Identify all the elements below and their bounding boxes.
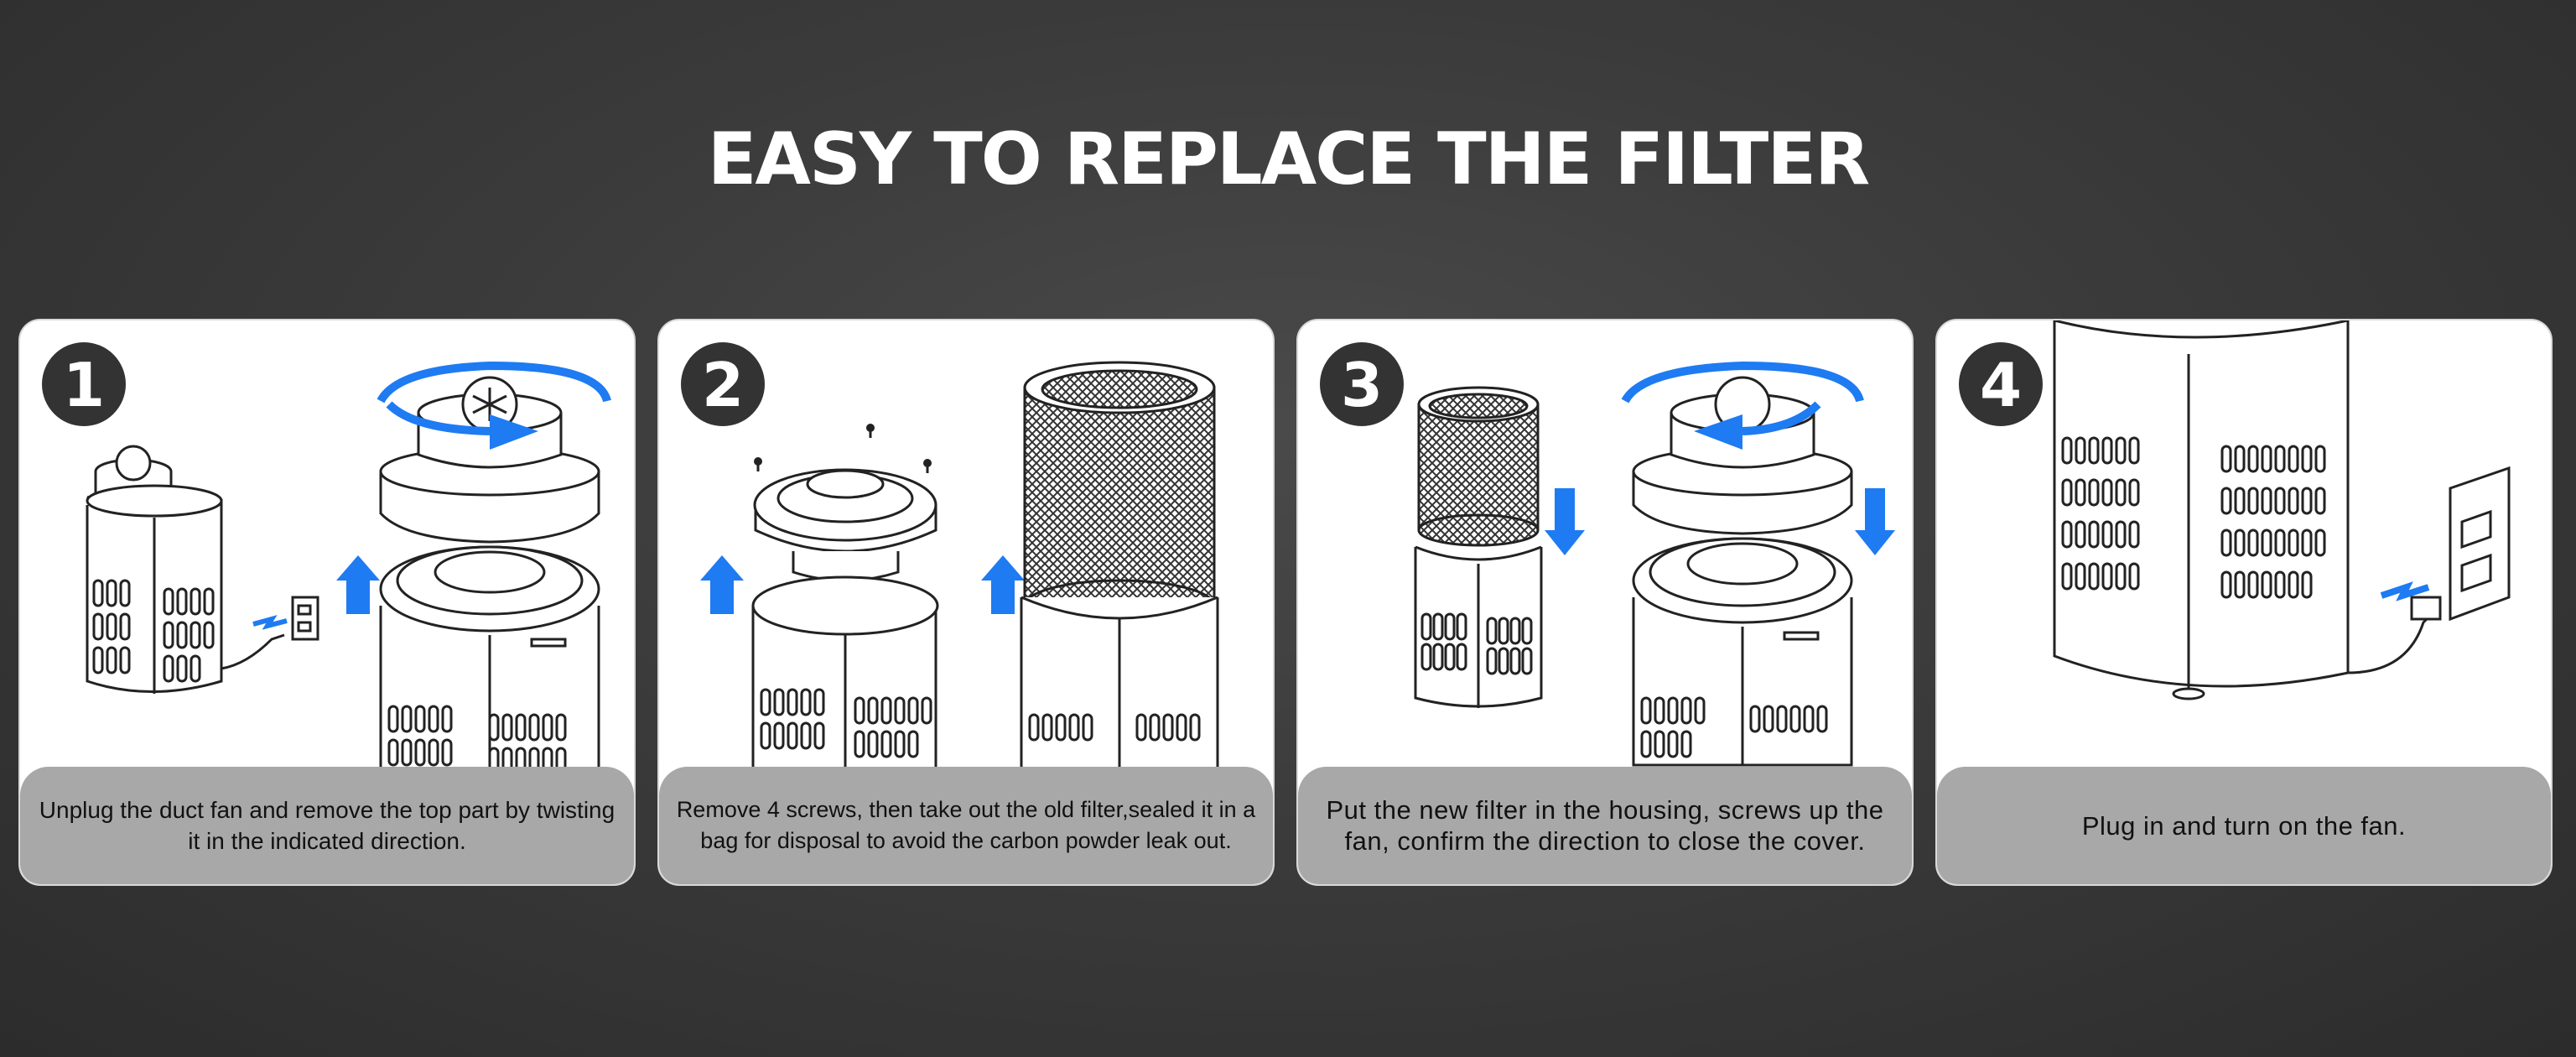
step-number: 2	[702, 350, 744, 420]
twist-rotation-arrow-icon	[1621, 361, 1864, 450]
step-4-illustration: 4	[1959, 320, 2511, 700]
duct-fan-small-drawing	[86, 445, 223, 694]
duct-fan-assembled-drawing	[2053, 320, 2350, 700]
step-number: 1	[63, 350, 105, 420]
step-1-illustration: 1	[42, 342, 611, 775]
insert-down-arrow-icon	[1545, 488, 1585, 555]
filter-housing-drawing	[1020, 596, 1219, 775]
lift-up-arrow-icon	[700, 555, 744, 614]
step-number-badge: 3	[1320, 342, 1404, 426]
wall-outlet-icon	[221, 596, 319, 670]
step-caption-text: Put the new filter in the housing, screw…	[1326, 795, 1884, 856]
page-title: EASY TO REPLACE THE FILTER	[707, 117, 1871, 201]
step-caption-text: Plug in and turn on the fan.	[2081, 810, 2407, 841]
step-caption-text: Unplug the duct fan and remove the top p…	[39, 797, 615, 854]
step-caption: Remove 4 screws, then take out the old f…	[659, 767, 1273, 884]
step-number: 3	[1341, 350, 1383, 420]
twist-rotation-arrow-icon	[377, 361, 611, 450]
step-caption: Unplug the duct fan and remove the top p…	[20, 767, 634, 884]
step-number-badge: 1	[42, 342, 126, 426]
step-card-3: 3	[1296, 319, 1914, 886]
step-caption: Plug in and turn on the fan.	[1937, 767, 2551, 884]
close-down-arrow-icon	[1855, 488, 1895, 555]
lift-up-arrow-icon	[981, 555, 1025, 614]
unplug-arrow-icon	[252, 615, 288, 630]
fan-module-drawing	[753, 468, 937, 582]
fan-top-cap-drawing	[1632, 376, 1853, 535]
fan-top-cap-drawing	[379, 376, 600, 544]
plug-in-arrow-icon	[2380, 581, 2430, 601]
lift-up-arrow-icon	[336, 555, 380, 614]
step-number-badge: 4	[1959, 342, 2043, 426]
new-filter-drawing	[1417, 386, 1540, 547]
step-caption: Put the new filter in the housing, screw…	[1298, 767, 1912, 884]
fan-housing-drawing	[751, 575, 939, 775]
step-card-1: 1	[18, 319, 636, 886]
step-card-4: 4 Plug in and turn on the fan.	[1935, 319, 2553, 886]
step-2-illustration: 2	[681, 342, 1219, 775]
wall-outlet-icon	[2347, 466, 2511, 674]
step-3-illustration: 3	[1320, 342, 1895, 767]
fan-housing-drawing	[379, 545, 600, 775]
step-card-2: 2	[657, 319, 1275, 886]
step-number: 4	[1980, 350, 2022, 420]
old-filter-drawing	[1023, 361, 1216, 633]
step-caption-text: Remove 4 screws, then take out the old f…	[676, 797, 1256, 853]
step-number-badge: 2	[681, 342, 765, 426]
